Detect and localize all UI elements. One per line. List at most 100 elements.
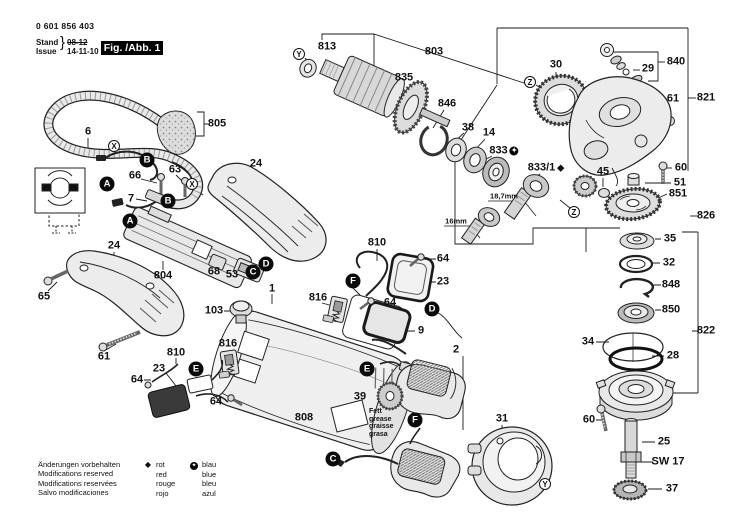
part-label-28: 28	[666, 349, 680, 362]
screw-64-a	[409, 253, 425, 267]
connection-marker-C: C	[245, 264, 261, 280]
brush-group-left	[144, 363, 229, 418]
connection-marker-X: X	[186, 178, 198, 190]
part-label-826: 826	[696, 209, 716, 222]
part-label-822: 822	[696, 324, 716, 337]
part-label-38: 38	[461, 121, 475, 134]
type-number: 0 601 856 403	[36, 21, 95, 31]
part-label-23: 23	[152, 362, 166, 375]
part-label-SW-17: SW 17	[651, 455, 685, 468]
part-label-804: 804	[153, 269, 173, 282]
part-label-29: 29	[641, 62, 655, 75]
washer-stack	[602, 232, 664, 372]
part-label-848: 848	[661, 278, 681, 291]
issue-label: Issue	[36, 47, 57, 56]
fan-39	[376, 381, 404, 411]
part-label-840: 840	[666, 55, 686, 68]
spindle-25	[612, 418, 648, 501]
wire-810-top	[355, 250, 389, 297]
part-label-64: 64	[130, 373, 144, 386]
connection-marker-A: A	[122, 213, 138, 229]
part-label-45: 45	[596, 165, 610, 178]
knob-103	[229, 300, 253, 324]
red-diamond-icon: ◆	[144, 460, 152, 469]
part-label-37: 37	[665, 482, 679, 495]
connection-marker-E: E	[359, 361, 375, 377]
bearing-flange	[595, 370, 676, 432]
stand-label: Stand	[36, 38, 59, 47]
part-label-64: 64	[436, 252, 450, 265]
part-label-833: 833✦	[489, 144, 519, 157]
connection-marker-A: A	[99, 176, 115, 192]
stand-issue-block: Stand Issue } 08-12 14-11-10	[36, 35, 99, 56]
window-9	[342, 294, 412, 350]
part-label-7: 7	[127, 192, 135, 205]
nameplate-808	[330, 399, 369, 433]
part-label-846: 846	[437, 97, 457, 110]
connection-marker-D: D	[258, 256, 274, 272]
part-label-32: 32	[662, 256, 676, 269]
part-label-816: 816	[308, 291, 328, 304]
part-label-805: 805	[207, 117, 227, 130]
gear-housing-821	[568, 76, 672, 187]
red-diamond-icon: ◆	[557, 162, 565, 173]
part-label-65: 65	[37, 290, 51, 303]
part-label-2: 2	[452, 343, 460, 356]
connector-plug	[186, 374, 214, 394]
snap-ring-848	[619, 277, 655, 298]
connection-marker-Y: Y	[293, 48, 305, 60]
issue-value: 14-11-10	[67, 47, 99, 56]
part-label-35: 35	[663, 232, 677, 245]
part-label-833-1: 833/1◆	[527, 161, 565, 174]
screw-60-bottom	[596, 404, 608, 432]
cover-plate-23	[386, 252, 435, 303]
grease-note: Fett grease graisse grasa	[369, 408, 394, 438]
title-block: 0 601 856 403	[36, 22, 94, 31]
part-label-64: 64	[209, 395, 223, 408]
stator-wire-top	[371, 338, 407, 355]
color-legend: ◆ rot ✦ blau red blue rouge bleu rojo az…	[144, 460, 217, 498]
stator-wire-bottom	[344, 455, 399, 465]
screw-64-c	[227, 394, 243, 407]
screw-65	[43, 269, 69, 286]
part-label-835: 835	[394, 71, 414, 84]
part-label-851: 851	[668, 187, 688, 200]
connection-marker-B: B	[160, 193, 176, 209]
part-label-34: 34	[581, 335, 595, 348]
part-label-66: 66	[128, 169, 142, 182]
connection-marker-B: B	[139, 152, 155, 168]
part-label-1: 1	[268, 282, 276, 295]
stand-old-value: 08-12	[67, 38, 88, 47]
part-label-60: 60	[674, 161, 688, 174]
part-label-9: 9	[417, 324, 425, 337]
part-label-803: 803	[424, 45, 444, 58]
crown-gear-851	[604, 161, 668, 222]
figure-label: Fig. /Abb. 1	[101, 41, 163, 55]
connection-marker-Y: Y	[539, 478, 551, 490]
top-handle-24	[207, 162, 327, 262]
left-handle-24	[43, 250, 185, 352]
o-ring-28	[608, 346, 664, 372]
brace: }	[60, 34, 66, 51]
cylinder-51	[627, 173, 640, 186]
part-label-30: 30	[549, 58, 563, 71]
part-label-24: 24	[249, 157, 263, 170]
connection-marker-F: F	[407, 412, 423, 428]
part-label-821: 821	[696, 91, 716, 104]
connection-marker-F: F	[345, 273, 361, 289]
pinion-45	[572, 174, 610, 198]
screw-64-b	[359, 297, 375, 311]
part-label-25: 25	[657, 435, 671, 448]
wiring-schematic	[34, 167, 86, 234]
blue-circle-icon: ✦	[509, 146, 519, 156]
connection-marker-Z: Z	[568, 206, 580, 218]
part-label-68: 68	[207, 265, 221, 278]
part-label-23: 23	[436, 275, 450, 288]
part-label-813: 813	[317, 40, 337, 53]
part-label-51: 51	[673, 176, 687, 189]
connection-marker-E: E	[188, 361, 204, 377]
spare-kit-833-1	[460, 174, 610, 245]
field-stator-2	[335, 338, 466, 498]
disclaimer: Änderungen vorbehalten Modifications res…	[38, 460, 121, 497]
